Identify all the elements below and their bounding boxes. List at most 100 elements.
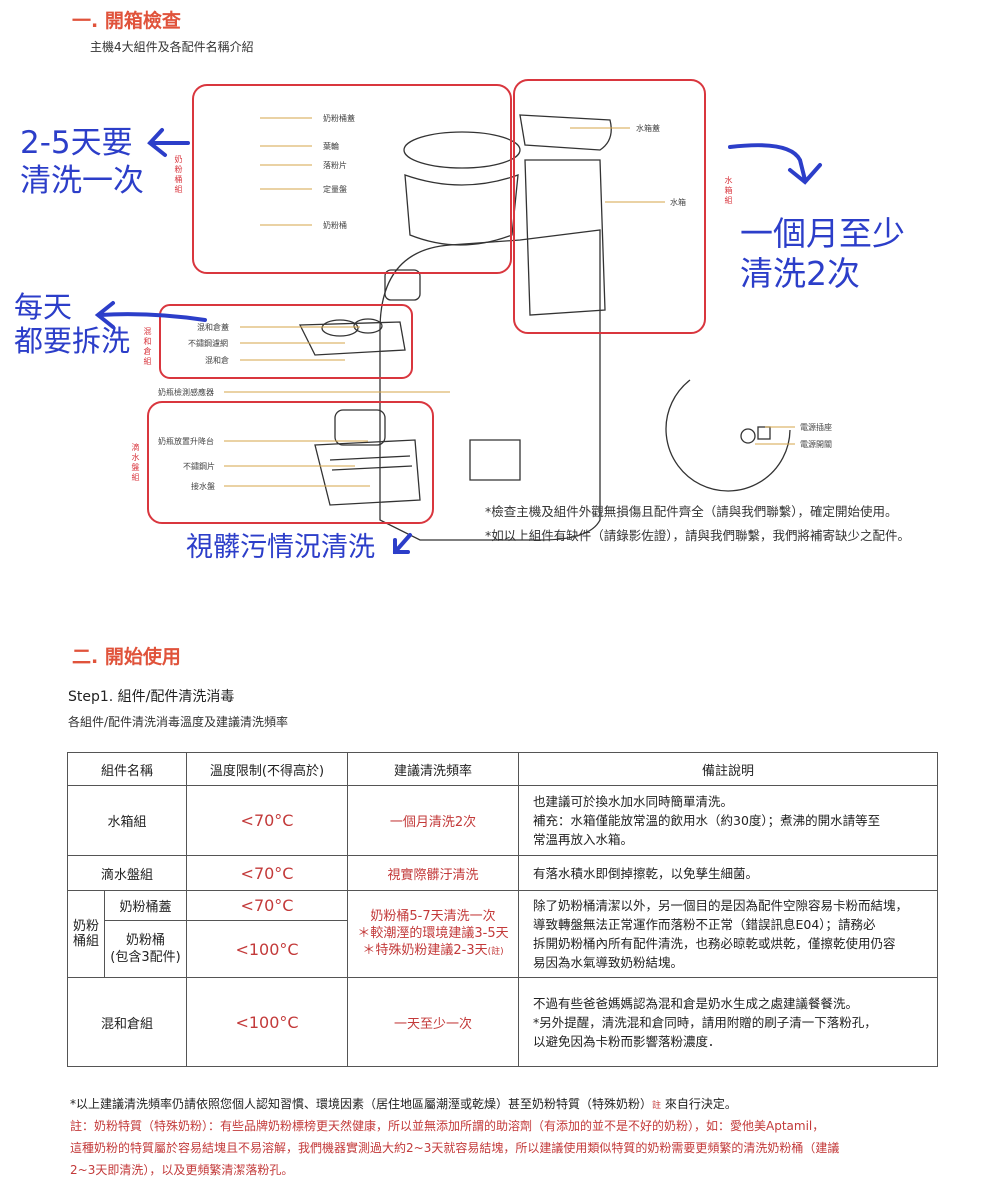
part-label: 奶瓶檢測感應器 bbox=[158, 388, 214, 397]
part-label: 不鏽鋼片 bbox=[183, 462, 215, 471]
machine-diagram bbox=[94, 79, 822, 554]
part-label: 葉輪 bbox=[323, 142, 339, 151]
powder-group-box bbox=[192, 84, 512, 274]
frequency: 奶粉桶5-7天清洗一次＊較潮溼的環境建議3-5天＊特殊奶粉建議2-3天(註) bbox=[347, 890, 519, 978]
note: *檢查主機及組件外觀無損傷且配件齊全（請與我們聯繫），確定開始使用。 bbox=[485, 504, 898, 519]
remark-line: 易因為水氣導致奶粉結塊。 bbox=[533, 955, 684, 970]
part-label: 不鏽鋼濾網 bbox=[188, 339, 228, 348]
component-name: 混和倉組 bbox=[67, 977, 187, 1067]
remark: 有落水積水即倒掉擦乾，以免孳生細菌。 bbox=[518, 855, 938, 891]
step-subtitle: 各組件/配件清洗消毒溫度及建議清洗頻率 bbox=[68, 715, 289, 729]
remark-line: 除了奶粉桶清潔以外，另一個目的是因為配件空隙容易卡粉而結塊， bbox=[533, 898, 909, 913]
group-label-mix: 混和倉組 bbox=[143, 327, 152, 366]
group-label-drip: 滴水盤組 bbox=[131, 443, 140, 482]
component-name-line: (包含3配件) bbox=[110, 950, 181, 965]
part-label: 混和倉 bbox=[205, 356, 229, 365]
annotation-mix: 每天 都要拆洗 bbox=[14, 290, 131, 358]
part-label: 水箱 bbox=[670, 198, 686, 207]
water-group-box bbox=[513, 79, 706, 334]
part-label: 水箱蓋 bbox=[636, 124, 660, 133]
remark-line: 拆開奶粉桶內所有配件清洗，也務必晾乾或烘乾，僅擦乾使用仍容 bbox=[533, 936, 896, 951]
remark-line: 補充：水箱僅能放常溫的飲用水（約30度）；煮沸的開水請等至 bbox=[533, 813, 881, 828]
machine-body bbox=[379, 229, 601, 541]
component-group: 奶粉桶組 bbox=[67, 890, 105, 978]
component-name: 奶粉桶 (包含3配件) bbox=[104, 920, 187, 978]
table-row: 滴水盤組 <70°C 視實際髒汙清洗 有落水積水即倒掉擦乾，以免孳生細菌。 bbox=[67, 855, 938, 891]
frequency-line: ＊特殊奶粉建議2-3天 bbox=[362, 942, 488, 958]
component-name-line: 奶粉桶 bbox=[125, 933, 165, 948]
frequency: 一天至少一次 bbox=[347, 977, 519, 1067]
step-title: Step1. 組件/配件清洗消毒 bbox=[68, 689, 235, 705]
remark-line: 常溫再放入水箱。 bbox=[533, 832, 634, 847]
footnote-line: 這種奶粉的特質屬於容易結塊且不易溶解，我們機器實測過大約2~3天就容易結塊，所以… bbox=[70, 1141, 840, 1155]
display-panel bbox=[384, 269, 421, 301]
footnote-text: 來自行決定。 bbox=[661, 1097, 737, 1111]
part-label: 奶粉桶蓋 bbox=[323, 114, 355, 123]
arrow-left-icon bbox=[94, 301, 207, 329]
arrow-down-left-icon bbox=[393, 533, 412, 554]
temp-limit: <100°C bbox=[186, 920, 348, 978]
header-cell: 組件名稱 bbox=[67, 752, 187, 786]
remark-line: 也建議可於換水加水同時簡單清洗。 bbox=[533, 794, 734, 809]
section1-title: 一. 開箱檢查 bbox=[72, 10, 181, 32]
frequency: 視實際髒汙清洗 bbox=[347, 855, 519, 891]
footnote-line: 註：奶粉特質（特殊奶粉）：有些品牌奶粉標榜更天然健康，所以並無添加所謂的助溶劑（… bbox=[70, 1119, 825, 1133]
section2-title: 二. 開始使用 bbox=[72, 646, 181, 668]
group-label-powder: 奶粉桶組 bbox=[174, 155, 183, 194]
component-name: 滴水盤組 bbox=[67, 855, 187, 891]
part-label: 混和倉蓋 bbox=[197, 323, 229, 332]
section1-subtitle: 主機4大組件及各配件名稱介紹 bbox=[90, 40, 254, 54]
footnote-text: *以上建議清洗頻率仍請依照您個人認知習慣、環境因素（居住地區屬潮溼或乾燥）甚至奶… bbox=[70, 1097, 653, 1111]
water-tank-lid bbox=[519, 114, 612, 151]
temp-limit: <100°C bbox=[186, 977, 348, 1067]
bottle-platform bbox=[334, 409, 386, 446]
mix-group-box bbox=[159, 304, 413, 379]
header-cell: 備註說明 bbox=[518, 752, 938, 786]
component-name: 水箱組 bbox=[67, 785, 187, 856]
frequency-line: ＊較潮溼的環境建議3-5天 bbox=[357, 925, 509, 941]
frequency: 一個月清洗2次 bbox=[347, 785, 519, 856]
power-inset bbox=[665, 379, 791, 492]
part-label: 電源開關 bbox=[800, 440, 832, 449]
group-label-water: 水箱組 bbox=[724, 176, 733, 205]
note: *如以上組件有缺件（請錄影佐證），請與我們聯繫，我們將補寄缺少之配件。 bbox=[485, 528, 911, 543]
table-row: 奶粉桶 (包含3配件) <100°C bbox=[68, 920, 938, 978]
table-row: 水箱組 <70°C 一個月清洗2次 也建議可於換水加水同時簡單清洗。補充：水箱僅… bbox=[67, 785, 938, 856]
temp-limit: <70°C bbox=[186, 890, 348, 921]
temp-limit: <70°C bbox=[186, 855, 348, 891]
remark-line: 不過有些爸爸媽媽認為混和倉是奶水生成之處建議餐餐洗。 bbox=[533, 995, 859, 1011]
note-mark: 註 bbox=[652, 1101, 662, 1111]
footnote-general: *以上建議清洗頻率仍請依照您個人認知習慣、環境因素（居住地區屬潮溼或乾燥）甚至奶… bbox=[70, 1093, 737, 1117]
drip-tray bbox=[314, 439, 421, 506]
water-tank bbox=[524, 159, 606, 316]
table-row: 混和倉組 <100°C 一天至少一次 不過有些爸爸媽媽認為混和倉是奶水生成之處建… bbox=[67, 977, 938, 1067]
temp-limit: <70°C bbox=[186, 785, 348, 856]
frequency-line: 奶粉桶5-7天清洗一次 bbox=[370, 908, 496, 924]
footnote-line: 2~3天即清洗），以及更頻繁清潔落粉孔。 bbox=[70, 1163, 294, 1177]
part-label: 電源插座 bbox=[800, 423, 832, 432]
mix-chamber bbox=[298, 321, 406, 356]
remark: 除了奶粉桶清潔以外，另一個目的是因為配件空隙容易卡粉而結塊， 導致轉盤無法正常運作… bbox=[518, 890, 938, 978]
arrow-curve-icon bbox=[728, 143, 822, 185]
component-name: 奶粉桶蓋 bbox=[104, 890, 187, 921]
arrow-left-icon bbox=[147, 128, 190, 157]
part-label: 接水盤 bbox=[191, 482, 215, 491]
annotation-drip: 視髒污情況清洗 bbox=[186, 532, 375, 563]
annotation-water: 一個月至少 清洗2次 bbox=[740, 214, 905, 293]
remark: 也建議可於換水加水同時簡單清洗。補充：水箱僅能放常溫的飲用水（約30度）；煮沸的… bbox=[518, 785, 938, 856]
header-cell: 溫度限制(不得高於) bbox=[186, 752, 348, 786]
drip-group-box bbox=[147, 401, 434, 524]
remark-line: 以避免因為卡粉而影響落粉濃度． bbox=[533, 1033, 721, 1049]
header-cell: 建議清洗頻率 bbox=[347, 752, 519, 786]
part-label: 奶瓶放置升降台 bbox=[158, 437, 214, 446]
table-row: 奶粉桶組 奶粉桶蓋 <70°C 奶粉桶5-7天清洗一次＊較潮溼的環境建議3-5天… bbox=[67, 890, 938, 978]
cleaning-table: 組件名稱 溫度限制(不得高於) 建議清洗頻率 備註說明 水箱組 <70°C 一個… bbox=[67, 752, 938, 1067]
annotation-powder: 2-5天要 清洗一次 bbox=[20, 125, 144, 199]
part-label: 奶粉桶 bbox=[323, 221, 347, 230]
remark: 不過有些爸爸媽媽認為混和倉是奶水生成之處建議餐餐洗。*另外提醒，清洗混和倉同時，… bbox=[518, 977, 938, 1067]
powder-bin bbox=[404, 174, 519, 246]
remark-line: 導致轉盤無法正常運作而落粉不正常（錯誤訊息E04）；請務必 bbox=[533, 917, 876, 932]
powder-bin-lid bbox=[403, 131, 521, 169]
part-label: 落粉片 bbox=[323, 161, 347, 170]
